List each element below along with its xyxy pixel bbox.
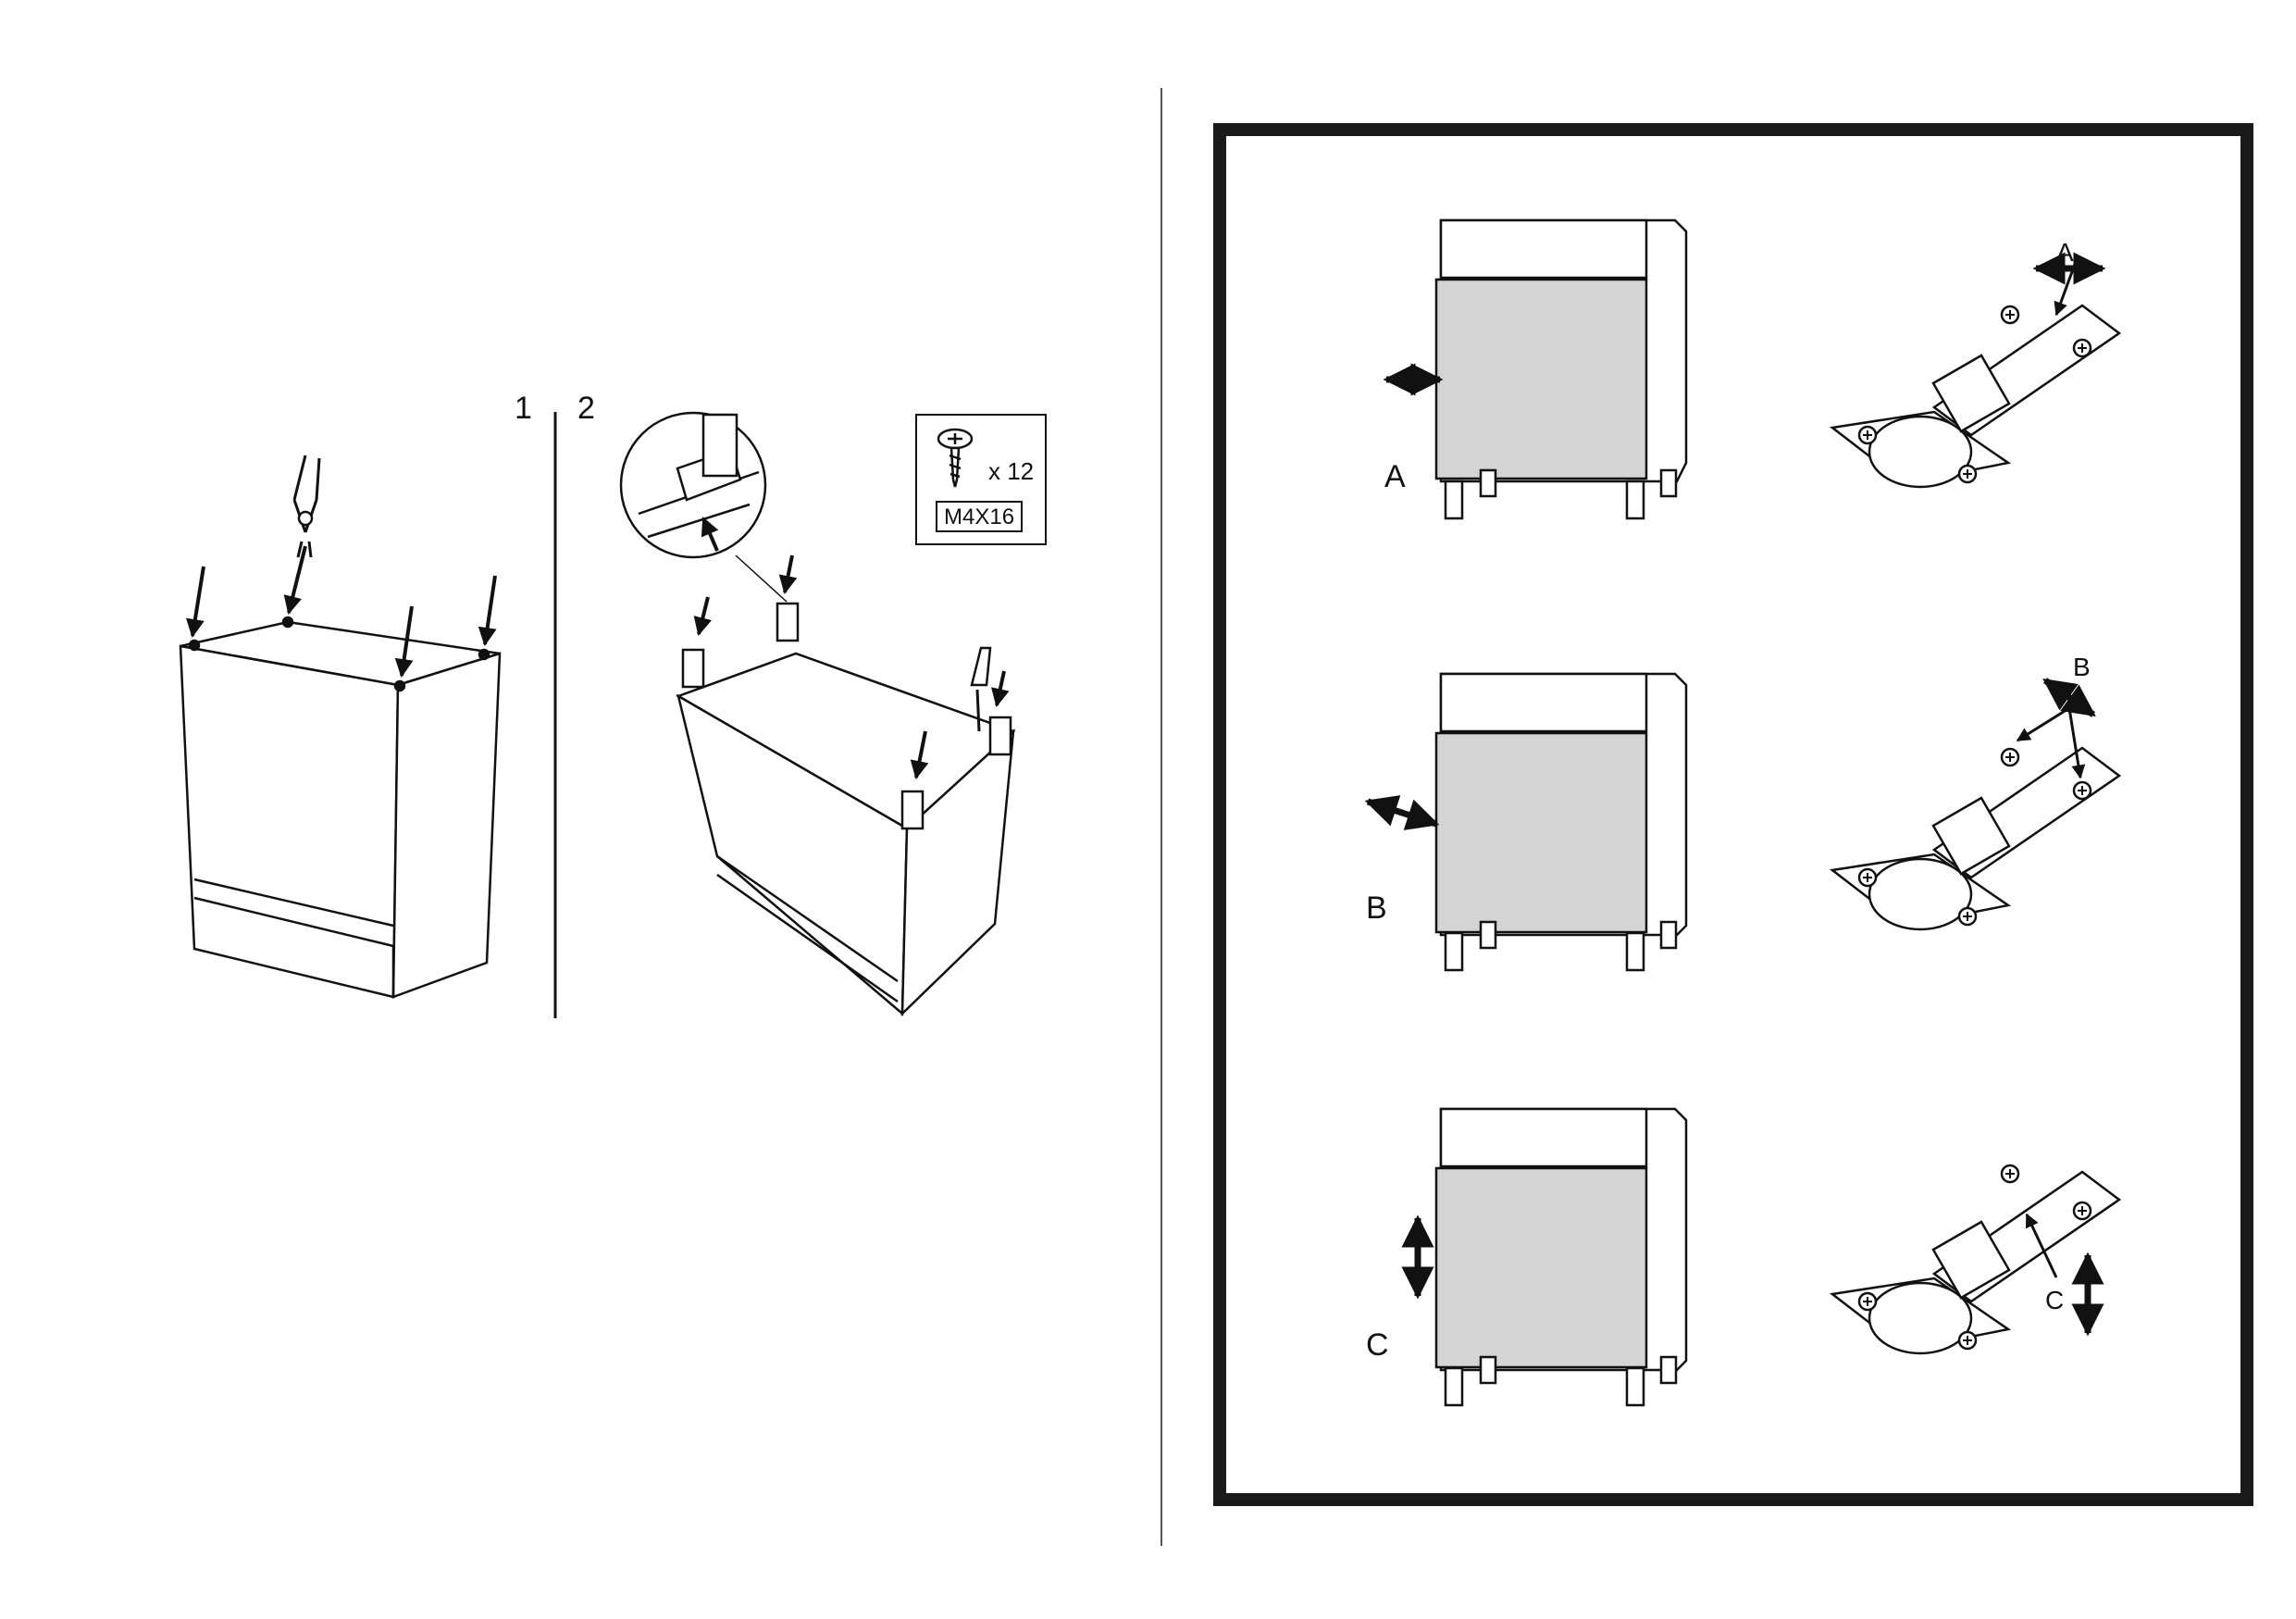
adjustment-a-cabinet: [1383, 218, 1688, 520]
adjustment-c-label: C: [1366, 1327, 1389, 1363]
adjustment-c-cabinet: [1401, 1107, 1688, 1407]
hinge-a-illustration: [1829, 252, 2122, 489]
step-2-number: 2: [577, 391, 595, 426]
hinge-b-illustration: [1829, 678, 2122, 931]
screw-quantity: x 12: [988, 457, 1034, 485]
step-1-illustration: [179, 455, 502, 999]
screw-icon: [937, 428, 974, 488]
adjustment-b-label: B: [1366, 890, 1387, 926]
adjustment-a-label: A: [1384, 459, 1406, 494]
hinge-b-label: B: [2073, 653, 2091, 681]
adjustment-b-cabinet: [1364, 672, 1688, 972]
hinge-c-label: C: [2045, 1286, 2064, 1314]
hardware-box: x 12 M4X16: [915, 414, 1047, 545]
step-1-number: 1: [515, 391, 532, 426]
hinge-c-illustration: [1829, 1164, 2122, 1355]
step-2-illustration: [619, 411, 1016, 1017]
screw-spec: M4X16: [944, 504, 1014, 529]
hinge-a-label: A: [2056, 238, 2074, 267]
